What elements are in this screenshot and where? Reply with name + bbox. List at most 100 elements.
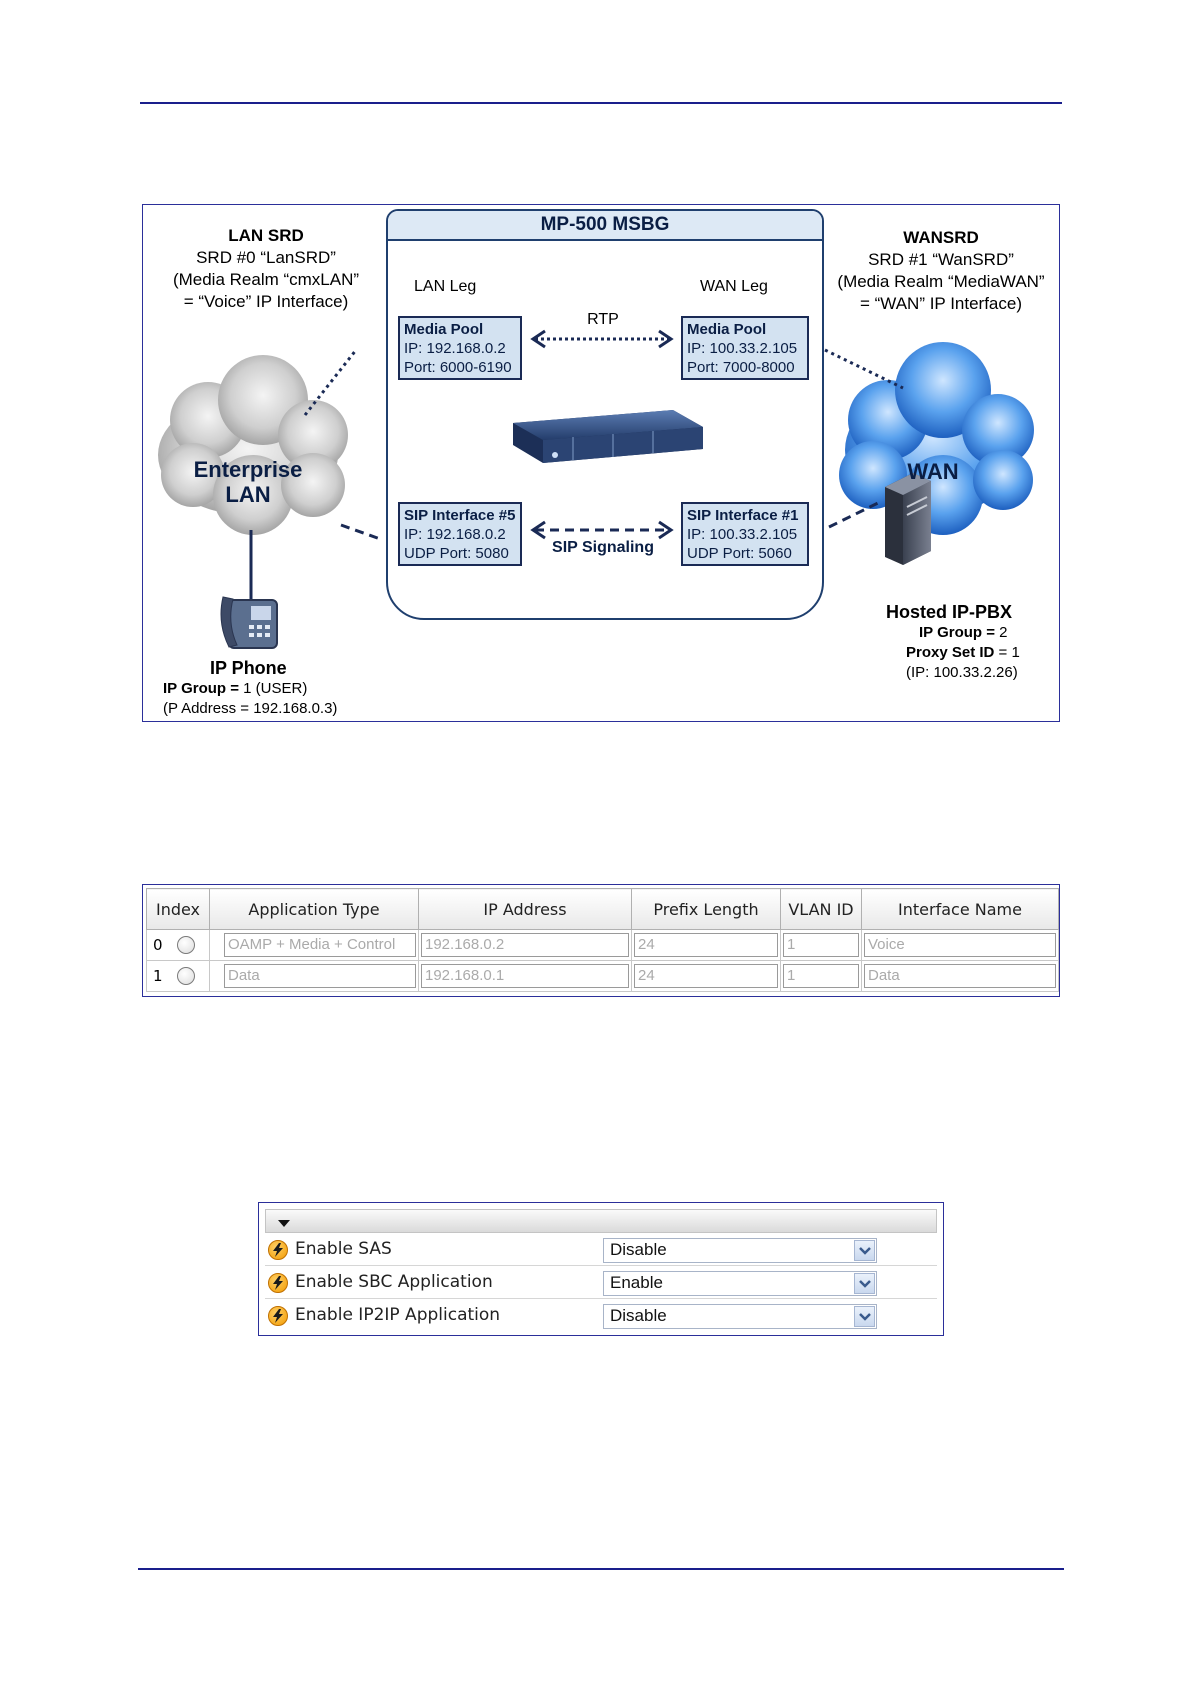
wan-srd-heading: WANSRD xyxy=(903,228,979,247)
vlan-id-field[interactable]: 1 xyxy=(783,964,859,988)
ip-phone-group-value: 1 (USER) xyxy=(239,680,308,697)
enable-ip2ip-select[interactable]: Disable xyxy=(603,1304,877,1329)
pbx-proxy: Proxy Set ID = 1 xyxy=(906,643,1020,662)
prefix-length-field[interactable]: 24 xyxy=(634,964,778,988)
lan-srd-line-3: = “Voice” IP Interface) xyxy=(183,292,349,311)
row-index-cell: 0 xyxy=(146,929,210,961)
pbx-server-icon xyxy=(885,473,931,565)
pbx-group-label: IP Group = xyxy=(919,624,995,641)
panel-collapse-header[interactable] xyxy=(265,1209,937,1233)
row-index: 1 xyxy=(153,966,163,985)
wan-srd-block: WANSRD SRD #1 “WanSRD” (Media Realm “Med… xyxy=(823,227,1059,315)
wan-leg-label: WAN Leg xyxy=(700,278,768,295)
ip-phone-address: (P Address = 192.168.0.3) xyxy=(163,700,338,717)
lan-srd-heading: LAN SRD xyxy=(228,226,304,245)
lan-media-pool-title: Media Pool xyxy=(404,321,484,338)
ip-interface-table-panel: Index Application Type IP Address Prefix… xyxy=(142,884,1060,997)
pbx-ip: (IP: 100.33.2.26) xyxy=(906,664,1018,681)
ip-phone-group: IP Group = 1 (USER) xyxy=(163,679,307,698)
wan-sip-link xyxy=(828,501,879,529)
footer-rule xyxy=(138,1568,1064,1570)
msbg-device-icon xyxy=(513,410,703,463)
chevron-down-icon[interactable] xyxy=(854,1240,875,1261)
sip-signaling-arrow xyxy=(530,520,674,540)
wan-media-link xyxy=(824,348,904,390)
lan-leg-label: LAN Leg xyxy=(414,278,477,295)
rtp-label: RTP xyxy=(587,311,619,328)
lan-media-pool-ip: IP: 192.168.0.2 xyxy=(404,340,506,357)
lan-sip-interface-title: SIP Interface #5 xyxy=(404,507,516,524)
wan-srd-line-2: (Media Realm “MediaWAN” xyxy=(837,272,1045,291)
col-ip-address: IP Address xyxy=(418,888,632,930)
interface-name-field[interactable]: Data xyxy=(864,964,1056,988)
table-row: 1 Data 192.168.0.1 24 1 Data xyxy=(146,960,1059,992)
enable-sbc-value: Enable xyxy=(610,1273,663,1292)
diagram-graphics xyxy=(158,329,1034,649)
col-vlan-id: VLAN ID xyxy=(780,888,862,930)
col-interface-name: Interface Name xyxy=(861,888,1059,930)
table-row: 0 OAMP + Media + Control 192.168.0.2 24 … xyxy=(146,929,1059,961)
enable-ip2ip-label: Enable IP2IP Application xyxy=(295,1305,501,1325)
prefix-length-field[interactable]: 24 xyxy=(634,933,778,957)
pbx-group-value: 2 xyxy=(995,624,1008,641)
enable-sas-select[interactable]: Disable xyxy=(603,1238,877,1263)
lan-media-pool-box: Media Pool IP: 192.168.0.2 Port: 6000-61… xyxy=(398,316,522,380)
wan-media-pool-box: Media Pool IP: 100.33.2.105 Port: 7000-8… xyxy=(681,316,809,380)
ip-interface-table: Index Application Type IP Address Prefix… xyxy=(146,888,1059,992)
lan-sip-link xyxy=(340,523,384,542)
lightning-bolt-icon xyxy=(268,1240,288,1260)
row-select-radio[interactable] xyxy=(177,936,195,955)
pbx-group: IP Group = 2 xyxy=(919,623,1008,642)
enterprise-lan-line-2: LAN xyxy=(225,482,271,507)
lan-media-pool-port: Port: 6000-6190 xyxy=(404,359,512,376)
network-diagram: LAN SRD SRD #0 “LanSRD” (Media Realm “cm… xyxy=(142,204,1060,722)
setting-row-sbc: Enable SBC Application Enable xyxy=(265,1267,937,1299)
table-header-row: Index Application Type IP Address Prefix… xyxy=(146,888,1059,930)
row-select-radio[interactable] xyxy=(177,967,195,986)
pbx-proxy-value: = 1 xyxy=(994,644,1020,661)
col-prefix-length: Prefix Length xyxy=(631,888,781,930)
lightning-bolt-icon xyxy=(268,1273,288,1293)
lan-srd-block: LAN SRD SRD #0 “LanSRD” (Media Realm “cm… xyxy=(151,225,381,313)
ip-phone-title: IP Phone xyxy=(210,658,287,678)
setting-row-sas: Enable SAS Disable xyxy=(265,1234,937,1266)
sip-signaling-label: SIP Signaling xyxy=(552,539,654,556)
enable-sbc-label: Enable SBC Application xyxy=(295,1272,493,1292)
row-index-cell: 1 xyxy=(146,960,210,992)
ip-phone-group-label: IP Group = xyxy=(163,680,239,697)
wan-cloud-label: WAN xyxy=(907,459,959,484)
wan-sip-interface-ip: IP: 100.33.2.105 xyxy=(687,526,798,543)
lightning-bolt-icon xyxy=(268,1306,288,1326)
collapse-triangle-icon[interactable] xyxy=(278,1220,290,1227)
enterprise-lan-cloud-icon xyxy=(158,355,348,535)
enable-sas-value: Disable xyxy=(610,1240,667,1259)
msbg-box: MP-500 MSBG xyxy=(386,209,824,620)
application-type-field[interactable]: Data xyxy=(224,964,416,988)
applications-enabling-panel: Enable SAS Disable Enable SBC Applicatio… xyxy=(258,1202,944,1336)
lan-sip-interface-ip: IP: 192.168.0.2 xyxy=(404,526,506,543)
vlan-id-field[interactable]: 1 xyxy=(783,933,859,957)
enable-sbc-select[interactable]: Enable xyxy=(603,1271,877,1296)
rtp-arrow xyxy=(530,329,674,349)
wan-srd-line-3: = “WAN” IP Interface) xyxy=(859,294,1022,313)
enterprise-lan-line-1: Enterprise xyxy=(193,457,303,482)
lan-srd-line-1: SRD #0 “LanSRD” xyxy=(196,248,336,267)
lan-sip-interface-box: SIP Interface #5 IP: 192.168.0.2 UDP Por… xyxy=(398,502,522,566)
pbx-proxy-label: Proxy Set ID xyxy=(906,644,995,661)
application-type-field[interactable]: OAMP + Media + Control xyxy=(224,933,416,957)
wan-sip-interface-box: SIP Interface #1 IP: 100.33.2.105 UDP Po… xyxy=(681,502,809,566)
chevron-down-icon[interactable] xyxy=(854,1306,875,1327)
wan-media-pool-ip: IP: 100.33.2.105 xyxy=(687,340,798,357)
col-index: Index xyxy=(146,888,210,930)
wan-sip-interface-port: UDP Port: 5060 xyxy=(687,545,792,562)
lan-srd-line-2: (Media Realm “cmxLAN” xyxy=(172,270,360,289)
ip-address-field[interactable]: 192.168.0.1 xyxy=(421,964,629,988)
enable-sas-label: Enable SAS xyxy=(295,1239,392,1259)
chevron-down-icon[interactable] xyxy=(854,1273,875,1294)
setting-row-ip2ip: Enable IP2IP Application Disable xyxy=(265,1300,937,1332)
wan-media-pool-port: Port: 7000-8000 xyxy=(687,359,795,376)
row-index: 0 xyxy=(153,935,163,954)
ip-address-field[interactable]: 192.168.0.2 xyxy=(421,933,629,957)
interface-name-field[interactable]: Voice xyxy=(864,933,1056,957)
ip-phone-icon xyxy=(220,596,278,649)
